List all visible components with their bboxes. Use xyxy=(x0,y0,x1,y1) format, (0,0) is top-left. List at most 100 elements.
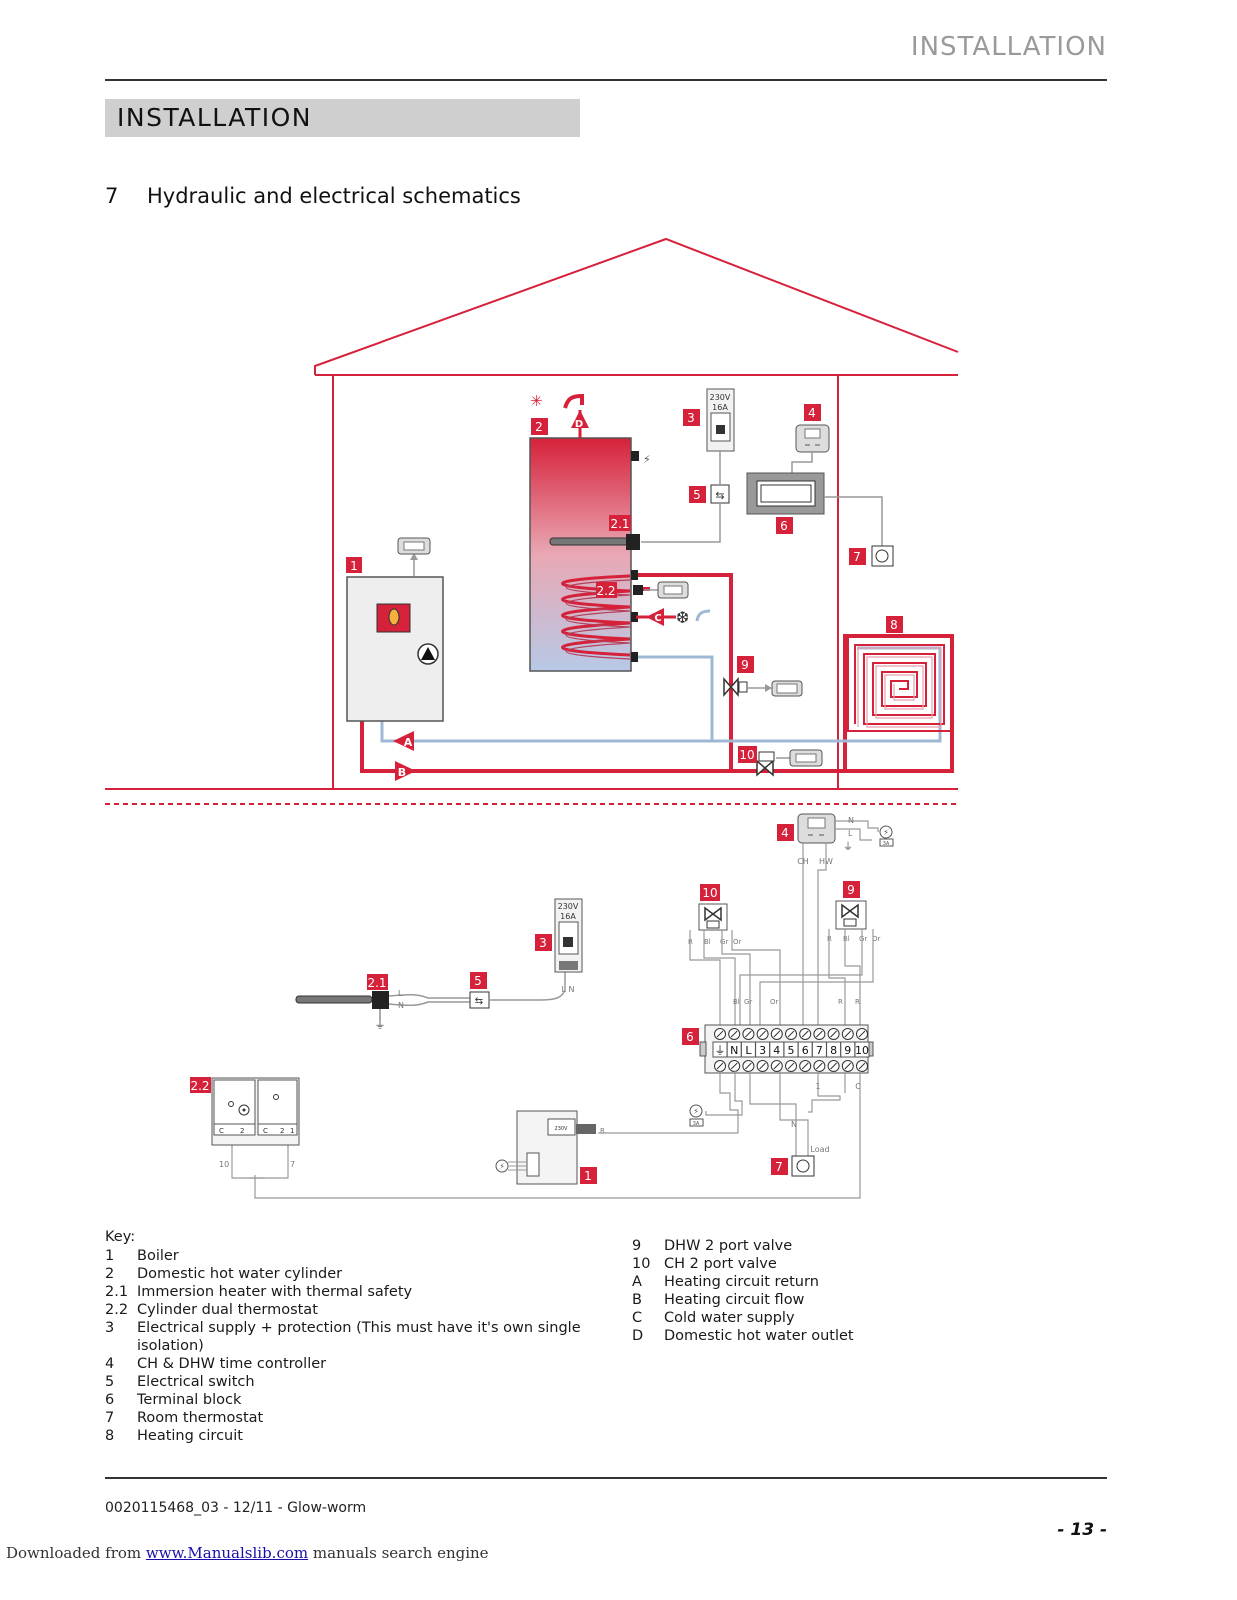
svg-text:9: 9 xyxy=(847,883,855,897)
svg-text:3A: 3A xyxy=(693,1121,700,1127)
svg-text:⏚: ⏚ xyxy=(375,1018,386,1031)
svg-text:⚡: ⚡ xyxy=(883,828,889,837)
key-item-label: isolation) xyxy=(137,1338,204,1354)
pump-arrow-icon xyxy=(421,647,435,660)
dhw-valve-wiring: R Bl Gr Or xyxy=(827,900,881,943)
terminal-label: 10 xyxy=(855,1044,869,1057)
svg-text:2.1: 2.1 xyxy=(367,976,386,990)
svg-text:2.1: 2.1 xyxy=(610,517,629,531)
control-wires xyxy=(689,843,874,1027)
key-item-label: Cylinder dual thermostat xyxy=(137,1302,318,1318)
key-item-code: 2 xyxy=(105,1266,115,1282)
room-thermostat-wiring xyxy=(791,1155,815,1177)
supply-voltage: 230V xyxy=(710,393,731,402)
svg-text:Bl: Bl xyxy=(843,935,850,943)
key-item-code: 1 xyxy=(105,1248,115,1264)
svg-text:Load: Load xyxy=(810,1145,829,1154)
manualslib-link[interactable]: www.Manualslib.com xyxy=(145,1544,309,1562)
key-item-label: Terminal block xyxy=(137,1392,242,1408)
svg-text:4: 4 xyxy=(781,826,789,840)
svg-text:⚡: ⚡ xyxy=(693,1107,699,1116)
output-wires xyxy=(231,1071,861,1199)
svg-text:R: R xyxy=(855,998,860,1006)
terminal-label: 5 xyxy=(788,1044,795,1057)
terminal-label: 9 xyxy=(844,1044,851,1057)
key-title: Key: xyxy=(105,1229,136,1245)
key-item-label: Heating circuit return xyxy=(664,1274,819,1290)
key-item-code: 2.1 xyxy=(105,1284,129,1300)
svg-text:2: 2 xyxy=(535,420,543,434)
immersion-heater-element xyxy=(295,995,373,1004)
svg-text:7: 7 xyxy=(290,1160,295,1169)
header-section-title: INSTALLATION xyxy=(910,32,1107,62)
key-item-code: 8 xyxy=(105,1428,115,1444)
document-reference: 0020115468_03 - 12/11 - Glow-worm xyxy=(105,1500,367,1516)
svg-text:1: 1 xyxy=(584,1169,592,1183)
svg-text:6: 6 xyxy=(686,1030,694,1044)
flow-label-b: B xyxy=(398,766,406,779)
svg-text:⏚: ⏚ xyxy=(843,841,853,853)
page-number: - 13 - xyxy=(1057,1520,1107,1540)
svg-text:2: 2 xyxy=(280,1127,284,1135)
key-item-code: 3 xyxy=(105,1320,115,1336)
svg-text:3: 3 xyxy=(539,936,547,950)
flow-arrow-d xyxy=(571,410,589,428)
svg-text:10: 10 xyxy=(739,748,754,762)
key-item-label: Domestic hot water outlet xyxy=(664,1328,854,1344)
house-outline xyxy=(105,237,959,790)
section-band: INSTALLATION xyxy=(105,99,580,137)
key-item-code: 9 xyxy=(632,1238,642,1254)
svg-text:L: L xyxy=(398,989,403,998)
supply-rating: 16A xyxy=(712,403,728,412)
key-item-code: 4 xyxy=(105,1356,115,1372)
svg-text:4: 4 xyxy=(808,406,816,420)
flow-arrow-c xyxy=(646,608,664,626)
svg-text:Gr: Gr xyxy=(720,938,728,946)
key-item-label: Boiler xyxy=(137,1248,179,1264)
subheading-number: 7 xyxy=(105,184,119,208)
svg-text:3A: 3A xyxy=(883,841,890,847)
svg-text:⚡: ⚡ xyxy=(499,1162,505,1171)
download-notice: Downloaded from www.Manualslib.com manua… xyxy=(6,1544,489,1562)
svg-text:⇆: ⇆ xyxy=(475,996,483,1007)
download-prefix: Downloaded from xyxy=(6,1544,146,1562)
flow-arrow-a xyxy=(393,731,414,751)
dhw-valve-icon xyxy=(723,677,739,697)
key-item-code: A xyxy=(632,1274,642,1290)
schematic-diagram: ⚡ ✳ D C ❆ 230V 16A ⇆ xyxy=(105,237,959,1199)
key-item-code: 5 xyxy=(105,1374,115,1390)
svg-text:2.2: 2.2 xyxy=(190,1079,209,1093)
key-item-label: Heating circuit flow xyxy=(664,1292,805,1308)
svg-text:2.2: 2.2 xyxy=(596,584,615,598)
subheading-title: Hydraulic and electrical schematics xyxy=(147,184,521,208)
terminal-label: 4 xyxy=(773,1044,780,1057)
svg-text:9: 9 xyxy=(741,658,749,672)
flow-label-d: D xyxy=(575,419,583,430)
svg-text:C: C xyxy=(219,1127,224,1135)
svg-text:R: R xyxy=(838,998,843,1006)
terminal-label: 8 xyxy=(830,1044,837,1057)
svg-text:Or: Or xyxy=(872,935,881,943)
svg-text:1: 1 xyxy=(290,1127,294,1135)
key-item-code: B xyxy=(632,1292,642,1308)
terminal-label: ⏚ xyxy=(715,1044,726,1057)
cylinder-body xyxy=(529,437,632,672)
key-item-code: 2.2 xyxy=(105,1302,129,1318)
svg-text:⇆: ⇆ xyxy=(715,489,724,502)
flame-icon xyxy=(388,608,400,626)
key-item-label: Domestic hot water cylinder xyxy=(137,1266,343,1282)
svg-text:R: R xyxy=(600,1127,605,1135)
svg-text:Gr: Gr xyxy=(859,935,867,943)
flow-arrow-b xyxy=(395,761,416,781)
svg-text:8: 8 xyxy=(890,618,898,632)
svg-text:C: C xyxy=(855,1082,861,1091)
svg-text:Bl: Bl xyxy=(704,938,711,946)
svg-text:1: 1 xyxy=(350,559,358,573)
terminal-label: 7 xyxy=(816,1044,823,1057)
svg-text:5: 5 xyxy=(693,488,701,502)
subheading: 7 Hydraulic and electrical schematics xyxy=(105,184,521,208)
upper-callouts: 1 2 2.1 2.2 3 4 5 6 7 8 9 10 xyxy=(346,404,903,763)
svg-text:Or: Or xyxy=(770,998,779,1006)
terminal-label: L xyxy=(745,1044,752,1057)
